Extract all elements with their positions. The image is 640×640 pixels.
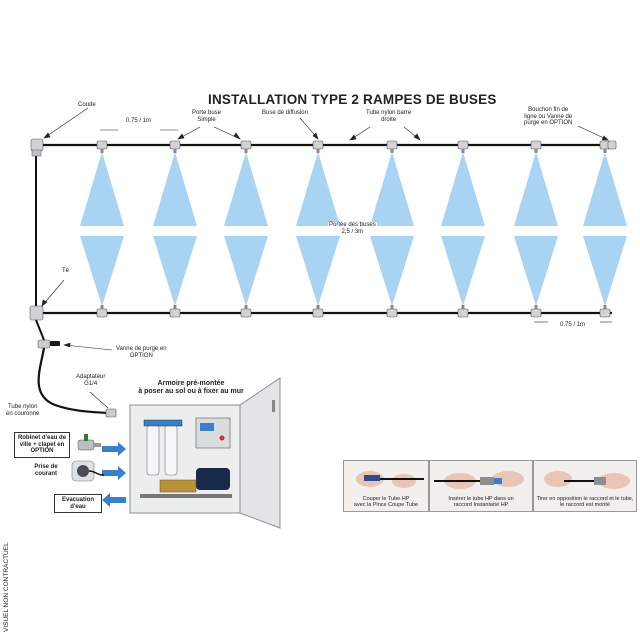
leader-lines	[41, 107, 612, 409]
spray-cone-top	[441, 152, 485, 226]
hands-inserting-icon	[434, 471, 524, 489]
power-socket-box: Prise de courant	[28, 462, 64, 480]
nozzle-icon	[240, 305, 252, 318]
nozzle-icon	[96, 140, 108, 153]
end-cap-icon	[607, 140, 617, 150]
spray-cone-bottom	[441, 236, 485, 306]
nozzle-icon	[169, 305, 181, 318]
nozzle-group	[96, 140, 611, 318]
spray-pattern-group	[80, 152, 627, 306]
spray-cone-top	[296, 152, 340, 226]
nozzle-icon	[96, 305, 108, 318]
valve-icon	[35, 319, 60, 349]
water-supply-box: Robinet d'eau de ville + clapet en OPTIO…	[14, 432, 70, 458]
plug-icon	[71, 460, 105, 482]
label-bouchon: Bouchon fin de ligne ou Vanne de purge e…	[524, 107, 573, 127]
spray-cone-top	[514, 152, 558, 226]
spray-cone-bottom	[153, 236, 197, 306]
nozzle-icon	[386, 305, 398, 318]
label-spacing-bottom: 0.75 / 1m	[560, 322, 586, 328]
label-vanne-purge: Vanne de purge en OPTION	[116, 346, 167, 359]
faucet-icon	[77, 434, 101, 451]
nozzle-icon	[457, 305, 469, 318]
label-portee: Portée des buses 2,5 / 3m	[328, 222, 377, 236]
spray-cone-bottom	[296, 236, 340, 306]
hands-cutting-icon	[356, 471, 424, 488]
nozzle-icon	[169, 140, 181, 153]
coiled-tube	[37, 347, 109, 415]
disclaimer: VISUEL NON CONTRACTUEL	[3, 542, 10, 632]
label-buse-diffusion: Buse de diffusion	[262, 110, 308, 116]
spray-cone-top	[583, 152, 627, 226]
step-caption-3: Tirer en opposition le raccord et le tub…	[536, 495, 634, 508]
tee-fitting-icon	[29, 305, 44, 321]
spray-cone-bottom	[224, 236, 268, 306]
label-adaptateur: Adaptateur G1/4	[76, 374, 106, 387]
step-caption-1: Couper le Tube HP avec la Pince Coupe Tu…	[353, 495, 419, 508]
spray-cone-bottom	[583, 236, 627, 306]
nozzle-icon	[240, 140, 252, 153]
page-title: INSTALLATION TYPE 2 RAMPES DE BUSES	[208, 92, 497, 107]
label-tube-couronne: Tube nylon en couronne	[6, 404, 40, 417]
label-coude: Coude	[78, 102, 96, 108]
spray-cone-top	[153, 152, 197, 226]
label-tube-nylon-barre: Tube nylon barre droite	[366, 110, 412, 123]
nozzle-icon	[312, 140, 324, 153]
spray-cone-top	[224, 152, 268, 226]
spray-cone-bottom	[370, 236, 414, 306]
nozzle-icon	[530, 140, 542, 153]
step-photo-3: Tirer en opposition le raccord et le tub…	[533, 460, 637, 512]
step-photo-1: Couper le Tube HP avec la Pince Coupe Tu…	[343, 460, 429, 512]
nozzle-icon	[457, 140, 469, 153]
spray-cone-bottom	[80, 236, 124, 306]
step-caption-2: Insérer le tube HP dans un raccord Insta…	[448, 495, 514, 508]
cabinet-title: Armoire pré-montée à poser au sol ou à f…	[138, 380, 244, 395]
hands-pulling-icon	[544, 471, 630, 489]
step-photo-2: Insérer le tube HP dans un raccord Insta…	[429, 460, 533, 512]
nozzle-icon	[599, 305, 611, 318]
adapter-icon	[105, 408, 117, 418]
drain-box: Evacuation d'eau	[54, 494, 102, 514]
side-arrows	[102, 442, 126, 507]
label-te: Té	[62, 268, 70, 274]
spray-cone-top	[370, 152, 414, 226]
label-spacing-top: 0.75 / 1m	[126, 118, 152, 124]
cabinet-illustration	[129, 377, 281, 529]
spray-cone-top	[80, 152, 124, 226]
nozzle-icon	[530, 305, 542, 318]
nozzle-icon	[386, 140, 398, 153]
label-porte-buse: Porte buse Simple	[192, 110, 222, 123]
nozzle-icon	[312, 305, 324, 318]
elbow-fitting-icon	[30, 138, 44, 157]
spray-cone-bottom	[514, 236, 558, 306]
